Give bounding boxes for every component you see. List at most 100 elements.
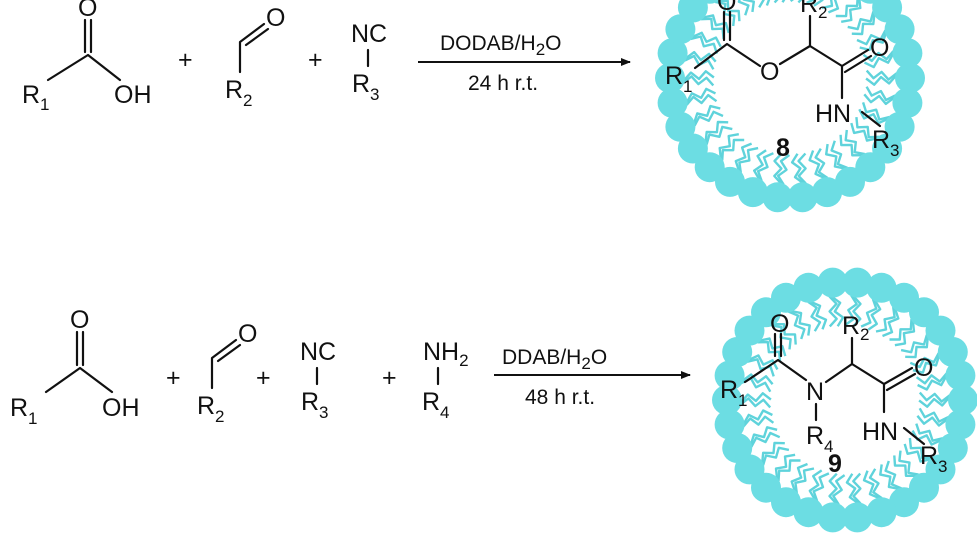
lipid-head bbox=[665, 111, 696, 142]
lipid-tail bbox=[774, 453, 796, 479]
lipid-tail bbox=[828, 295, 838, 328]
atom-o: O bbox=[78, 0, 97, 22]
lipid-tail bbox=[692, 104, 721, 124]
atom-r1-sub: 1 bbox=[40, 95, 49, 114]
atom-hn: HN bbox=[815, 100, 851, 128]
atom-r1: R bbox=[720, 376, 738, 404]
atom-r2: R bbox=[800, 0, 818, 18]
plus-sign: + bbox=[178, 46, 193, 74]
reaction-top: O R 1 OH + O R 2 + NC R 3 DODAB/H2O 24 h… bbox=[22, 0, 899, 162]
micelle-top bbox=[655, 0, 925, 213]
lipid-tail bbox=[879, 464, 900, 491]
lipid-head bbox=[892, 87, 923, 118]
lipid-tail bbox=[718, 133, 740, 159]
lipid-tail bbox=[861, 102, 890, 121]
lipid-tail bbox=[859, 32, 888, 52]
reagent-carboxylic-acid: O R 1 OH bbox=[10, 306, 140, 428]
lipid-tail bbox=[860, 298, 878, 328]
lipid-tail bbox=[690, 35, 719, 54]
plus-sign: + bbox=[308, 46, 323, 74]
reagent-isocyanide: NC R 3 bbox=[351, 20, 387, 104]
lipid-tail bbox=[734, 142, 753, 172]
lipid-tail bbox=[916, 415, 948, 427]
atom-o-carbonyl: O bbox=[770, 310, 789, 338]
lipid-tail bbox=[773, 323, 797, 345]
lipid-tail bbox=[737, 0, 750, 16]
lipid-tail bbox=[717, 0, 741, 22]
atom-r4-sub: 4 bbox=[440, 403, 449, 422]
lipid-head bbox=[712, 385, 742, 415]
lipid-tail bbox=[844, 294, 858, 326]
lipid-tail bbox=[915, 423, 943, 442]
lipid-tail bbox=[742, 373, 774, 385]
lipid-tail bbox=[702, 14, 730, 34]
lipid-tail bbox=[747, 358, 775, 377]
lipid-tail bbox=[865, 74, 897, 86]
atom-r2-sub: 2 bbox=[243, 91, 252, 110]
lipid-tail bbox=[840, 0, 862, 23]
lipid-head bbox=[699, 0, 720, 4]
lipid-tail bbox=[851, 13, 876, 36]
atom-oh: OH bbox=[114, 81, 152, 109]
atom-r2: R bbox=[197, 392, 215, 420]
atom-r2-sub: 2 bbox=[215, 407, 224, 426]
lipid-tail bbox=[917, 375, 948, 391]
reagent-aldehyde: O R 2 bbox=[197, 320, 257, 426]
lipid-head bbox=[771, 282, 801, 313]
atom-r3: R bbox=[872, 126, 890, 154]
lipid-tail bbox=[738, 146, 759, 173]
lipid-tail bbox=[739, 397, 772, 409]
lipid-tail bbox=[742, 409, 773, 425]
lipid-tail bbox=[867, 299, 882, 331]
atom-nc: NC bbox=[351, 20, 387, 48]
lipid-tail bbox=[905, 336, 929, 359]
lipid-head bbox=[892, 38, 923, 69]
lipid-tail bbox=[721, 138, 745, 161]
atom-o-amide: O bbox=[870, 34, 889, 62]
lipid-tail bbox=[806, 0, 816, 4]
lipid-tail bbox=[790, 309, 811, 336]
lipid-tail bbox=[821, 0, 834, 10]
lipid-tail bbox=[831, 295, 845, 327]
lipid-tail bbox=[808, 469, 823, 501]
lipid-head bbox=[714, 360, 745, 391]
lipid-tail bbox=[868, 468, 883, 500]
lipid-tail bbox=[835, 0, 859, 18]
lipid-tail bbox=[704, 120, 729, 143]
lipid-tail bbox=[812, 472, 830, 502]
product-8: O R 2 O O R 1 HN R 3 8 bbox=[665, 0, 899, 162]
lipid-head bbox=[657, 87, 688, 118]
lipid-tail bbox=[852, 472, 862, 505]
lipid-tail bbox=[900, 334, 929, 354]
lipid-tail bbox=[682, 75, 715, 87]
lipid-head bbox=[655, 63, 685, 93]
lipid-tail bbox=[776, 154, 791, 186]
lipid-tail bbox=[908, 437, 933, 460]
lipid-tail bbox=[742, 415, 775, 428]
lipid-head bbox=[817, 267, 848, 298]
lipid-tail bbox=[856, 29, 887, 46]
atom-r4: R bbox=[422, 388, 440, 416]
atom-r2: R bbox=[225, 76, 243, 104]
lipid-head bbox=[657, 38, 688, 69]
lipid-tail bbox=[850, 122, 878, 142]
atom-r2-sub: 2 bbox=[818, 3, 827, 22]
reagent-aldehyde: O R 2 bbox=[225, 4, 285, 110]
atom-r3-sub: 3 bbox=[319, 403, 328, 422]
lipid-tail bbox=[909, 352, 940, 369]
condition-time: 48 h r.t. bbox=[525, 386, 595, 409]
lipid-head bbox=[948, 385, 977, 415]
lipid-tail bbox=[875, 306, 896, 333]
lipid-tail bbox=[882, 308, 900, 338]
atom-r2-sub: 2 bbox=[860, 325, 869, 344]
reaction-arrow-bottom: DDAB/H2O 48 h r.t. bbox=[494, 346, 691, 409]
atom-r1-sub: 1 bbox=[683, 77, 692, 96]
lipid-tail bbox=[756, 152, 774, 182]
lipid-tail bbox=[918, 396, 950, 408]
lipid-head bbox=[945, 360, 976, 391]
lipid-tail bbox=[839, 134, 863, 157]
atom-o: O bbox=[238, 320, 257, 348]
plus-sign: + bbox=[166, 364, 181, 392]
compound-number: 9 bbox=[828, 450, 842, 478]
lipid-tail bbox=[813, 0, 824, 7]
